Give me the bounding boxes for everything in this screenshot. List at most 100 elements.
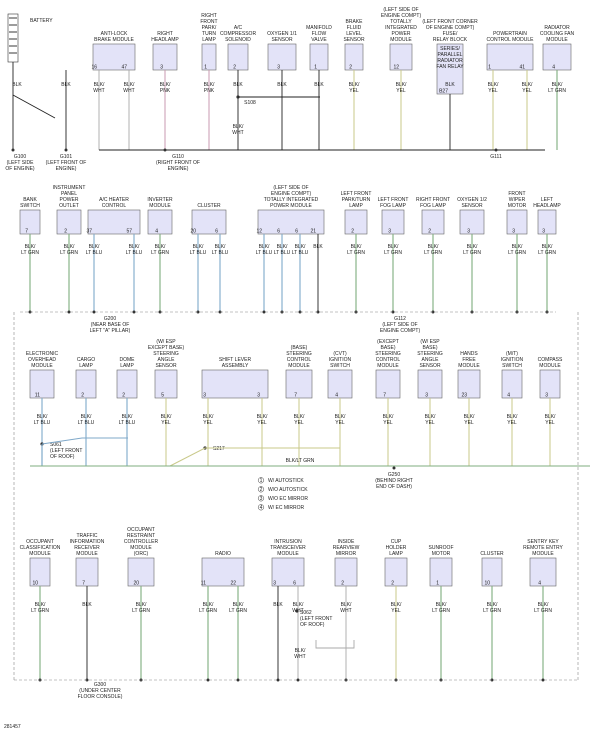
component-label: CLUSTER	[480, 551, 504, 557]
component-label: STEERING	[375, 351, 401, 357]
pin-number: 3	[257, 393, 260, 399]
wire-color-label: LT GRN	[548, 88, 566, 94]
wire-color-label: BLK/	[233, 124, 244, 130]
pin-number: 3	[425, 393, 428, 399]
component-label: DOME	[120, 357, 136, 363]
component-label: CLASSIFICATION	[20, 545, 61, 551]
pin-number: 41	[519, 65, 525, 71]
pin-number: 3	[512, 229, 515, 235]
wire-color-label: BLK/	[545, 414, 556, 420]
wire-color-label: LT BLU	[119, 420, 136, 426]
wire-color-label: LT GRN	[21, 250, 39, 256]
pin-number: 3	[203, 393, 206, 399]
component-label: OCCUPANT	[26, 539, 54, 545]
component-label: FLUID	[347, 25, 362, 31]
component-box	[227, 43, 249, 71]
component-label: FUSE/	[443, 31, 458, 37]
pin-number: 20	[133, 581, 139, 587]
pin-number: 2	[349, 65, 352, 71]
component-label: INTEGRATED	[385, 25, 417, 31]
ground-terminal-icon	[490, 678, 494, 682]
component-label: CONTROL	[102, 203, 127, 209]
pin-number: 3	[467, 229, 470, 235]
ground-terminal-icon	[276, 678, 280, 682]
component-label: STEERING	[153, 351, 179, 357]
legend-text: W/O EC MIRROR	[268, 496, 308, 502]
wire-color-label: BLK/	[351, 244, 362, 250]
ground-terminal-icon	[67, 310, 71, 314]
wire	[315, 640, 355, 649]
pin-number: 4	[507, 393, 510, 399]
ground-id: G100	[14, 154, 26, 160]
pin-number: 47	[121, 65, 127, 71]
wire-color-label: BLK/	[436, 602, 447, 608]
component-inner-label: RADIATOR	[437, 58, 463, 64]
ground-terminal-icon	[163, 148, 167, 152]
wire-color-label: LT GRN	[424, 250, 442, 256]
wire-color-label: LT BLU	[274, 250, 291, 256]
wire-color-label: LT BLU	[212, 250, 229, 256]
wire-color-label: BLK/	[160, 82, 171, 88]
component-label: INSTRUMENT	[53, 185, 86, 191]
pin-number: 22	[230, 581, 236, 587]
wire-color-label: LT BLU	[256, 250, 273, 256]
component-box	[267, 43, 297, 71]
component-label: INVERTER	[147, 197, 173, 203]
wire-color-label: BLK/	[155, 244, 166, 250]
pin-number: 2	[64, 229, 67, 235]
wire-color-label: BLK/	[203, 414, 214, 420]
pin-number: 4	[538, 581, 541, 587]
pin-number: 3	[273, 581, 276, 587]
component-label: CUP	[391, 539, 402, 545]
wire-color-label: LT GRN	[432, 608, 450, 614]
component-label: A/C HEATER	[99, 197, 129, 203]
wire-color-label: BLK/	[259, 244, 270, 250]
component-box	[29, 369, 55, 399]
component-label: LAMP	[349, 203, 363, 209]
wire-color-label: BLK/	[94, 82, 105, 88]
component-box	[147, 209, 173, 235]
component-box	[309, 43, 329, 71]
component-label: ENGINE COMPT)	[381, 13, 422, 19]
component-label: MODULE	[390, 37, 412, 43]
component-label: (ORC)	[134, 551, 149, 557]
component-label: SWITCH	[502, 363, 522, 369]
ground-terminal-icon	[494, 148, 498, 152]
wire-color-label: LT BLU	[86, 250, 103, 256]
component-label: STEERING	[286, 351, 312, 357]
wire-color-label: LT GRN	[60, 250, 78, 256]
wire-color-label: BLK/	[89, 244, 100, 250]
pin-number: 12	[393, 65, 399, 71]
wire-color-label: LT GRN	[538, 250, 556, 256]
component-label: RADIO	[215, 551, 231, 557]
ground-note: (LEFT FRONT OF	[46, 160, 87, 166]
pin-number: 6	[215, 229, 218, 235]
wire-color-label: YEL	[488, 88, 498, 94]
component-box	[429, 557, 453, 587]
wire-color-label: BLK/	[122, 414, 133, 420]
component-label: (W/ ESP	[420, 339, 440, 345]
wire-color-label: YEL	[203, 420, 213, 426]
component-label: SWITCH	[330, 363, 350, 369]
component-box	[375, 369, 401, 399]
splice-id: S061	[50, 442, 62, 448]
bus-wire-label: BLK/LT GRN	[286, 458, 315, 464]
ground-note: (RIGHT FRONT OF	[156, 160, 200, 166]
component-label: POWER	[392, 31, 411, 37]
splice-note: OF ROOF)	[300, 622, 325, 628]
component-label: EXCEPT BASE)	[148, 345, 185, 351]
component-label: TOTALLY	[390, 19, 412, 25]
component-box	[19, 209, 41, 235]
